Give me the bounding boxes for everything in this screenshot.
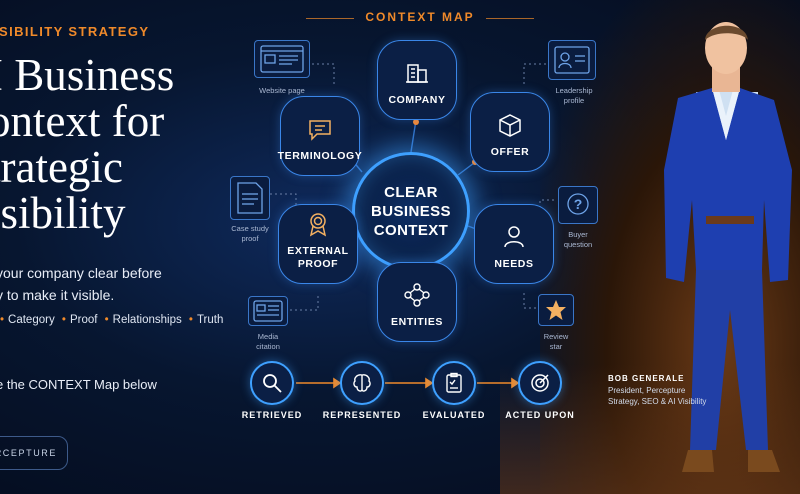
- buyer-question-caption: Buyer question: [563, 230, 593, 249]
- node-offer: OFFER: [470, 92, 550, 172]
- step-retrieved: [250, 361, 294, 405]
- network-icon: [404, 283, 430, 307]
- node-label: COMPANY: [388, 94, 446, 106]
- box-icon: [499, 114, 521, 137]
- hub-line: CONTEXT: [373, 221, 449, 239]
- headline: I Business ontext for trategic isibility: [0, 52, 218, 236]
- node-company: COMPANY: [377, 40, 457, 120]
- step-acted-upon: [518, 361, 562, 405]
- step-label: ACTED UPON: [505, 410, 575, 420]
- bullet-dot: •: [61, 314, 66, 326]
- presenter-photo: [664, 22, 792, 472]
- presenter-name: BOB GENERALE: [608, 374, 685, 383]
- node-label: TERMINOLOGY: [277, 150, 363, 162]
- brain-icon: [353, 374, 371, 392]
- building-icon: [406, 64, 428, 83]
- step-label: EVALUATED: [422, 410, 486, 420]
- step-evaluated: [432, 361, 476, 405]
- website-page-caption: Website page: [259, 86, 305, 95]
- subheadline: your company clear before y to make it v…: [0, 262, 206, 306]
- bullet-dot: •: [104, 314, 109, 326]
- media-citation-icon: [248, 296, 288, 326]
- review-star-caption: Review star: [543, 332, 569, 351]
- node-label: OFFER: [490, 146, 530, 158]
- leadership-profile-icon: [548, 40, 596, 80]
- node-terminology: TERMINOLOGY: [277, 96, 363, 176]
- headline-line: trategic: [0, 142, 123, 192]
- clear-business-context-hub: CLEAR BUSINESS CONTEXT: [352, 152, 470, 270]
- media-citation-caption: Media citation: [256, 332, 280, 351]
- headline-line: ontext for: [0, 96, 165, 146]
- brand-logo-pill[interactable]: RCEPTURE: [0, 436, 68, 470]
- tag-list: •Category •Proof •Relationships •Truth: [0, 314, 223, 326]
- leadership-profile-caption: Leadership profile: [555, 86, 593, 105]
- tag-item: Truth: [196, 314, 224, 326]
- tag-item: Category: [8, 314, 55, 326]
- person-icon: [504, 226, 524, 248]
- hub-line: BUSINESS: [371, 202, 451, 220]
- bullet-dot: •: [188, 314, 193, 326]
- node-label: NEEDS: [494, 258, 534, 270]
- case-study-caption: Case study proof: [231, 224, 269, 243]
- hub-line: CLEAR: [384, 183, 438, 201]
- bullet-dot: •: [0, 314, 5, 326]
- node-label: ENTITIES: [390, 316, 444, 328]
- node-label: PROOF: [297, 258, 339, 270]
- step-label: REPRESENTED: [322, 410, 402, 420]
- review-star-icon: [538, 294, 574, 326]
- subheadline-line: your company clear before: [0, 265, 162, 281]
- headline-line: isibility: [0, 188, 126, 238]
- node-label: EXTERNAL: [287, 245, 349, 257]
- node-needs: NEEDS: [474, 204, 554, 284]
- checklist-icon: [446, 372, 462, 393]
- website-page-icon: [254, 40, 310, 78]
- cta-text: e the CONTEXT Map below: [0, 377, 157, 392]
- step-represented: [340, 361, 384, 405]
- node-external-proof: EXTERNAL PROOF: [278, 204, 358, 284]
- svg-text:?: ?: [574, 196, 583, 212]
- tag-item: Relationships: [112, 314, 182, 326]
- node-entities: ENTITIES: [377, 262, 457, 342]
- buyer-question-icon: ?: [558, 186, 598, 224]
- case-study-icon: [230, 176, 270, 220]
- tag-item: Proof: [69, 314, 98, 326]
- context-map-title: CONTEXT MAP: [300, 10, 540, 24]
- headline-line: I Business: [0, 50, 175, 100]
- target-icon: [531, 374, 549, 392]
- presenter-bio: BOB GENERALE President, Percepture Strat…: [608, 374, 706, 407]
- award-ribbon-icon: [309, 213, 327, 237]
- presenter-title: President, Percepture Strategy, SEO & AI…: [608, 386, 707, 406]
- step-label: RETRIEVED: [241, 410, 303, 420]
- subheadline-line: y to make it visible.: [0, 287, 115, 303]
- eyebrow-label: ISIBILITY STRATEGY: [0, 24, 150, 39]
- magnifier-icon: [263, 374, 282, 393]
- speech-bubble-icon: [309, 120, 331, 141]
